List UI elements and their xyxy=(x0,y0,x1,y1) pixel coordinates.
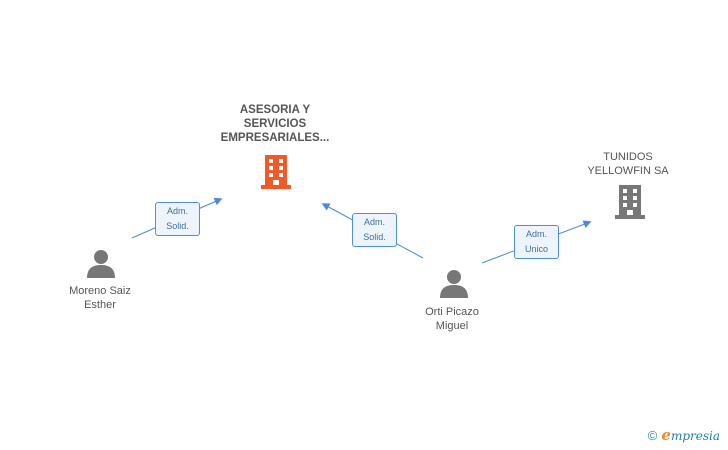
role-badge-line-2: Solid. xyxy=(363,232,386,242)
person-icon[interactable] xyxy=(86,248,116,278)
brand-rest: mpresia xyxy=(670,429,720,443)
company-tunidos-line-2: YELLOWFIN SA xyxy=(587,165,669,177)
role-badge-moreno[interactable]: Adm. Solid. xyxy=(155,202,200,236)
footer-brand: © empresia xyxy=(648,426,720,444)
copyright-symbol: © xyxy=(647,427,658,443)
role-badge-line-2: Unico xyxy=(524,244,548,254)
person-orti-line-1: Orti Picazo xyxy=(425,306,479,318)
person-moreno-line-2: Esther xyxy=(84,299,116,311)
role-badge-line-1: Adm. xyxy=(525,229,547,239)
role-badge-orti-main[interactable]: Adm. Solid. xyxy=(352,213,397,247)
person-moreno-label[interactable]: Moreno Saiz Esther xyxy=(50,284,150,312)
company-tunidos-line-1: TUNIDOS xyxy=(603,151,653,163)
person-orti-line-2: Miguel xyxy=(435,320,469,332)
company-main-line-3: EMPRESARIALES... xyxy=(220,132,330,144)
role-badge-line-2: Solid. xyxy=(166,221,189,231)
person-orti-label[interactable]: Orti Picazo Miguel xyxy=(402,305,502,333)
brand-initial: e xyxy=(661,426,671,444)
company-main-line-2: SERVICIOS xyxy=(243,118,307,130)
role-badge-line-1: Adm. xyxy=(363,217,385,227)
company-main-label[interactable]: ASESORIA Y SERVICIOS EMPRESARIALES... xyxy=(205,103,345,145)
company-main-line-1: ASESORIA Y xyxy=(239,104,311,116)
building-icon[interactable] xyxy=(615,185,645,219)
role-badge-orti-tunidos[interactable]: Adm. Unico xyxy=(514,225,559,259)
empresia-logo: empresia xyxy=(661,426,720,444)
company-tunidos-label[interactable]: TUNIDOS YELLOWFIN SA xyxy=(568,150,688,178)
role-badge-line-1: Adm. xyxy=(166,206,188,216)
person-icon[interactable] xyxy=(439,268,469,298)
person-moreno-line-1: Moreno Saiz xyxy=(69,285,131,297)
building-icon[interactable] xyxy=(261,155,291,189)
